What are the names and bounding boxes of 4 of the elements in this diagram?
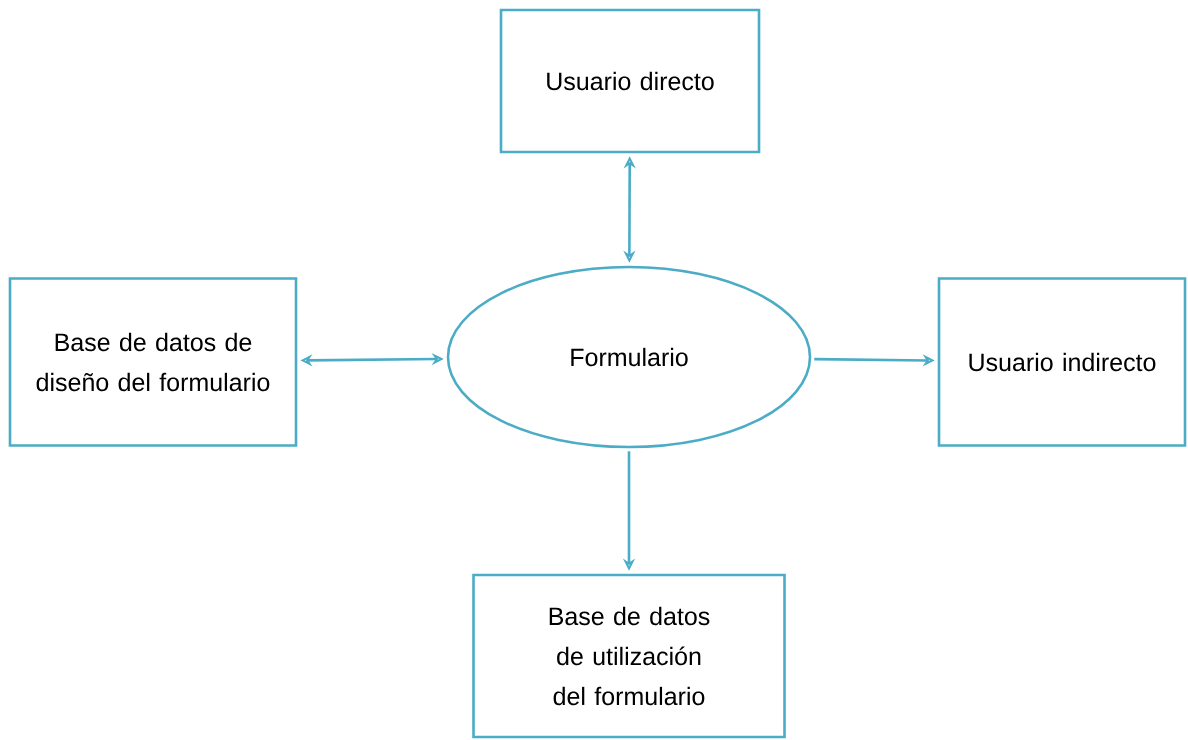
process-box: Base de datos de utilización del formulario	[472, 573, 786, 739]
process-box: Usuario directo	[499, 8, 761, 154]
process-box: Usuario indirecto	[937, 277, 1187, 447]
process-box: Base de datos de diseño del formulario	[8, 277, 298, 447]
